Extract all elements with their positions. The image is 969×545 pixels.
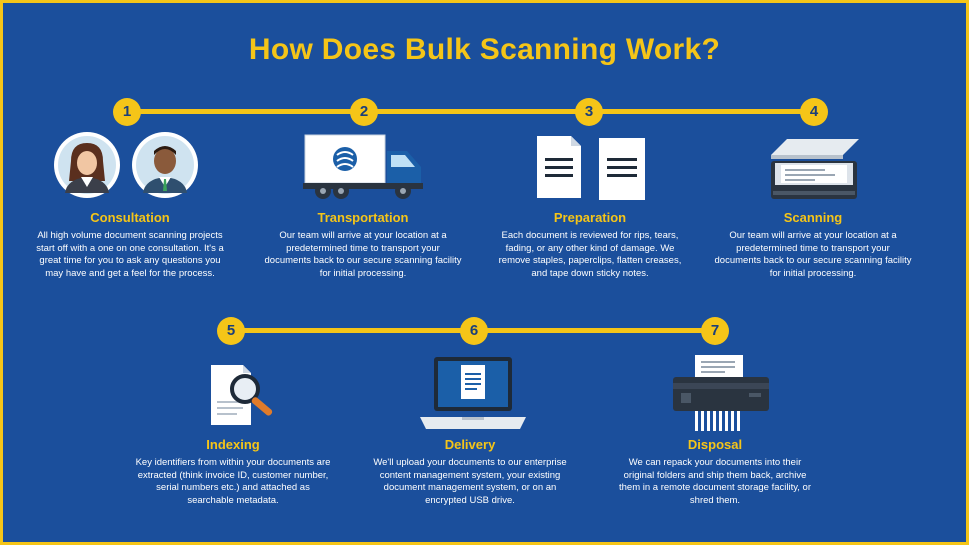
scanner-icon [771, 139, 859, 199]
step-disposal: Disposal We can repack your documents in… [615, 437, 815, 507]
step-scanning: Scanning Our team will arrive at your lo… [713, 210, 913, 280]
infographic: How Does Bulk Scanning Work? 1 2 3 4 5 6… [3, 3, 966, 542]
step-number-1: 1 [113, 98, 141, 126]
step-transportation: Transportation Our team will arrive at y… [263, 210, 463, 280]
step-description: Our team will arrive at your location at… [264, 230, 462, 279]
timeline-line-top [126, 109, 816, 114]
step-number-6: 6 [460, 317, 488, 345]
step-indexing: Indexing Key identifiers from within you… [133, 437, 333, 507]
step-title: Transportation [317, 210, 409, 225]
step-title: Delivery [444, 437, 496, 452]
step-description: Key identifiers from within your documen… [135, 457, 331, 506]
step-title: Indexing [206, 437, 260, 452]
documents-icon [537, 136, 645, 200]
step-number-5: 5 [217, 317, 245, 345]
step-description: All high volume document scanning projec… [36, 230, 224, 279]
step-description: We can repack your documents into their … [618, 457, 812, 506]
shredder-icon [673, 355, 769, 431]
step-preparation: Preparation Each document is reviewed fo… [490, 210, 690, 280]
step-number-2: 2 [350, 98, 378, 126]
page-title: How Does Bulk Scanning Work? [248, 33, 721, 66]
step-number-3: 3 [575, 98, 603, 126]
truck-icon [303, 134, 423, 199]
step-consultation: Consultation All high volume document sc… [30, 210, 230, 280]
step-title: Preparation [553, 210, 627, 225]
step-delivery: Delivery We'll upload your documents to … [370, 437, 570, 507]
step-description: Our team will arrive at your location at… [714, 230, 912, 279]
laptop-icon [420, 357, 526, 429]
step-description: Each document is reviewed for rips, tear… [498, 230, 682, 279]
magnifier-document-icon [211, 365, 273, 425]
step-title: Disposal [687, 437, 743, 452]
step-description: We'll upload your documents to our enter… [373, 457, 567, 506]
consultants-icon [54, 132, 198, 198]
step-title: Scanning [783, 210, 843, 225]
step-title: Consultation [90, 210, 170, 225]
step-number-7: 7 [701, 317, 729, 345]
step-number-4: 4 [800, 98, 828, 126]
